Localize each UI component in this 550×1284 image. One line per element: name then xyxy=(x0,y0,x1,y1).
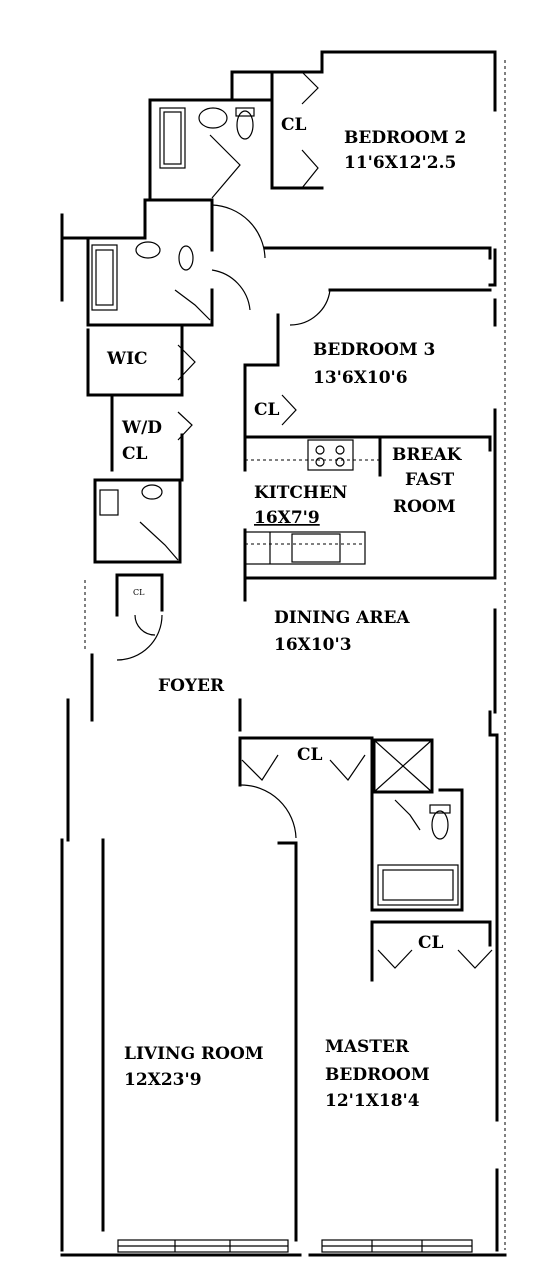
dining-name: DINING AREA xyxy=(274,608,410,628)
master-line2: BEDROOM xyxy=(325,1065,430,1085)
fixtures xyxy=(84,60,506,1253)
interior-walls xyxy=(86,70,499,1242)
bedroom3-name: BEDROOM 3 xyxy=(313,340,435,360)
breakfast-line3: ROOM xyxy=(393,497,456,517)
wd-label-line1: W/D xyxy=(121,418,162,438)
kitchen-name: KITCHEN xyxy=(254,483,347,503)
vent-shaft xyxy=(373,739,433,793)
kitchen-size: 16X7'9 xyxy=(254,508,320,528)
master-line1: MASTER xyxy=(325,1037,410,1057)
foyer-name: FOYER xyxy=(158,676,225,696)
closet-label-entry: CL xyxy=(133,588,145,597)
living-name: LIVING ROOM xyxy=(124,1044,264,1064)
bedroom2-size: 11'6X12'2.5 xyxy=(344,153,456,173)
dining-size: 16X10'3 xyxy=(274,635,352,655)
breakfast-line1: BREAK xyxy=(392,445,463,465)
bedroom2-name: BEDROOM 2 xyxy=(344,128,466,148)
closet-label-foyer: CL xyxy=(297,745,323,765)
bedroom3-size: 13'6X10'6 xyxy=(313,368,408,388)
master-size: 12'1X18'4 xyxy=(325,1091,420,1111)
closet-label-master: CL xyxy=(418,933,444,953)
wic-label: WIC xyxy=(106,349,148,369)
living-size: 12X23'9 xyxy=(124,1070,202,1090)
room-labels: CL BEDROOM 2 11'6X12'2.5 WIC BEDROOM 3 1… xyxy=(106,115,466,1111)
closet-label-bedroom2: CL xyxy=(281,115,307,135)
doors xyxy=(116,71,493,969)
exterior-walls xyxy=(60,50,507,1257)
wd-label-line2: CL xyxy=(122,444,148,464)
breakfast-line2: FAST xyxy=(405,470,455,490)
closet-label-bedroom3: CL xyxy=(254,400,280,420)
